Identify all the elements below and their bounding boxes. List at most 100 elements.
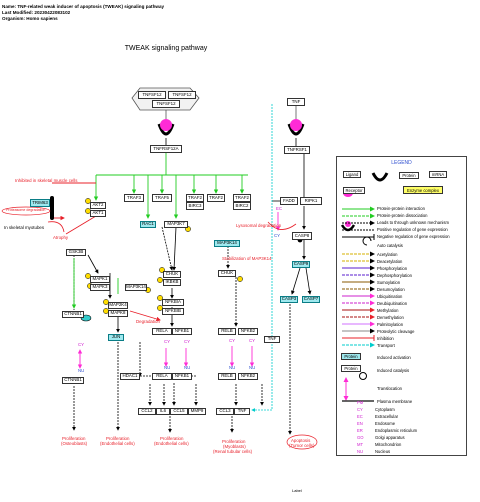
footer-label: Label bbox=[292, 488, 302, 493]
legend-comp-name-3: Endosome bbox=[375, 421, 396, 426]
node-tnfrsf1[interactable]: TNFRSF1 bbox=[284, 146, 310, 154]
label-apoptosis-sub: (Tumor cells) bbox=[289, 443, 315, 448]
tnf-ligand-dot bbox=[290, 119, 302, 131]
node-nfkb2-a[interactable]: NFKB2 bbox=[238, 328, 258, 335]
legend-item-9: Dephosphorylation bbox=[377, 273, 412, 278]
apoptosis-ellipse bbox=[286, 434, 318, 450]
legend-comp-name-4: Endoplasmic reticulum bbox=[375, 428, 418, 433]
label-apoptosis: Apoptosis bbox=[291, 438, 311, 443]
node-jun[interactable]: JUN bbox=[108, 334, 124, 341]
node-nfkb2-b[interactable]: NFKB2 bbox=[238, 373, 258, 380]
label-prolif-osteo: Proliferation bbox=[62, 436, 86, 441]
tnfrsf1-receptor-cup bbox=[287, 123, 305, 136]
node-relb-a[interactable]: RELB bbox=[218, 328, 236, 335]
node-traf5[interactable]: TRAF5 bbox=[152, 194, 172, 202]
node-map2k4[interactable]: MAP2K4 bbox=[108, 302, 128, 309]
node-birc3-a[interactable]: BIRC3 bbox=[186, 202, 204, 210]
node-mapk3[interactable]: MAPK3 bbox=[90, 284, 110, 291]
trim63-inhibitor-shape bbox=[50, 196, 54, 220]
legend-item-3: Positive regulation of gene expression bbox=[377, 227, 448, 232]
node-traf2-b[interactable]: TRAF2 bbox=[207, 194, 225, 202]
legend-item-2: Leads to through unknown mechanism bbox=[377, 220, 449, 225]
node-tnfsf12-a[interactable]: TNFSF12 bbox=[138, 91, 166, 99]
node-map3k7[interactable]: MAP3K7 bbox=[164, 221, 188, 228]
node-casp3[interactable]: CASP3 bbox=[280, 296, 298, 303]
node-chuk-b[interactable]: CHUK bbox=[218, 270, 236, 277]
legend-comp-name-5: Golgi apparatus bbox=[375, 435, 405, 440]
node-ikbkb[interactable]: IKBKB bbox=[163, 279, 181, 286]
node-casp8[interactable]: CASP8 bbox=[292, 232, 312, 240]
node-nfkbia[interactable]: NFKBIA bbox=[162, 299, 184, 306]
legend-item-16: Palmitoylation bbox=[377, 322, 404, 327]
label-cy-4: CY bbox=[184, 339, 191, 344]
node-tnfsf12-c[interactable]: TNFSF12 bbox=[152, 100, 180, 108]
node-mapk1[interactable]: MAPK1 bbox=[90, 276, 110, 283]
node-akt1[interactable]: AKT1 bbox=[90, 210, 106, 217]
node-mapk8[interactable]: MAPK8 bbox=[108, 310, 128, 317]
node-traf3[interactable]: TRAF3 bbox=[124, 194, 144, 202]
label-nu-4: NU bbox=[229, 365, 236, 370]
node-casp7[interactable]: CASP7 bbox=[302, 296, 320, 303]
node-akt2[interactable]: AKT2 bbox=[90, 202, 106, 209]
legend-comp-code-6: MT bbox=[357, 442, 364, 447]
legend-item-7: Deacetylation bbox=[377, 259, 403, 264]
node-traf2-c[interactable]: TRAF2 bbox=[233, 194, 251, 202]
label-prolif-renal: (Renal tubular cells) bbox=[213, 449, 253, 454]
legend-comp-code-5: GO bbox=[357, 435, 364, 440]
label-prolif-myo-sub: (Myoblasts) bbox=[223, 444, 246, 449]
node-rac1[interactable]: RAC1 bbox=[140, 221, 156, 228]
node-ripk1[interactable]: RIPK1 bbox=[300, 197, 322, 205]
node-casp9[interactable]: CASP9 bbox=[292, 261, 310, 268]
node-ccl2[interactable]: CCL2 bbox=[138, 408, 156, 415]
legend-translocation: Translocation bbox=[377, 386, 402, 391]
organism: Organism: Homo sapiens bbox=[2, 16, 58, 21]
node-nfkbib[interactable]: NFKBIB bbox=[162, 308, 184, 315]
node-ctnnb1-b[interactable]: CTNNB1 bbox=[62, 377, 84, 384]
legend-item-14: Methylation bbox=[377, 308, 399, 313]
node-tnfrsf12a[interactable]: TNFRSF12A bbox=[150, 145, 182, 153]
label-cy-2: CY bbox=[78, 342, 85, 347]
node-relb-b[interactable]: RELB bbox=[218, 373, 236, 380]
node-mmp9[interactable]: MMP9 bbox=[188, 408, 206, 415]
label-nu-2: NU bbox=[164, 365, 171, 370]
legend-enzyme-complex: Enzyme complex bbox=[403, 186, 443, 194]
diagram-title: TWEAK signaling pathway bbox=[124, 45, 208, 52]
label-cy-6: CY bbox=[249, 338, 256, 343]
node-ctnnb1-a[interactable]: CTNNB1 bbox=[62, 311, 84, 318]
node-nfkb1-a[interactable]: NFKB1 bbox=[172, 328, 192, 335]
node-chuk-a[interactable]: CHUK bbox=[163, 271, 181, 278]
node-il6[interactable]: IL6 bbox=[156, 408, 170, 415]
node-ccl3[interactable]: CCL3 bbox=[216, 408, 234, 415]
node-birc2[interactable]: BIRC2 bbox=[233, 202, 251, 210]
node-gsk3b[interactable]: GSK3B bbox=[66, 249, 86, 256]
legend-item-0: Protein-protein interaction bbox=[377, 206, 425, 211]
legend-ligand: Ligand bbox=[343, 171, 361, 178]
node-tnf-3[interactable]: TNF bbox=[234, 408, 250, 415]
node-nfkb1-b[interactable]: NFKB1 bbox=[172, 373, 192, 380]
legend-protein-cyan: Protein bbox=[341, 353, 361, 360]
tnfrsf12a-receptor-cup bbox=[157, 123, 175, 136]
label-atrophy: Atrophy bbox=[53, 235, 69, 240]
black-edges bbox=[72, 153, 312, 435]
node-tnf-2[interactable]: TNF bbox=[264, 336, 280, 343]
node-tnfsf12-b[interactable]: TNFSF12 bbox=[168, 91, 196, 99]
node-hdac1[interactable]: HDAC1 bbox=[120, 373, 140, 380]
label-nu-1: NU bbox=[78, 368, 85, 373]
legend-induced-activation: Induced activation bbox=[377, 355, 411, 360]
node-ccl5[interactable]: CCL5 bbox=[170, 408, 188, 415]
node-fadd[interactable]: FADD bbox=[280, 197, 298, 205]
legend-plasma-membrane: Plasma membrane bbox=[377, 399, 413, 404]
node-tnf[interactable]: TNF bbox=[287, 98, 305, 106]
node-map3k14-b[interactable]: MAP3K14 bbox=[125, 284, 147, 291]
label-nu-3: NU bbox=[184, 365, 191, 370]
node-trim63[interactable]: TRIM63 bbox=[30, 199, 50, 207]
legend-comp-name-1: Cytoplasm bbox=[375, 407, 395, 412]
node-map3k14-a[interactable]: MAP3K14 bbox=[214, 240, 240, 247]
label-inhibited: Inhibited in skeletal muscle cells bbox=[15, 178, 78, 183]
node-rela-b[interactable]: RELA bbox=[152, 373, 172, 380]
node-rela-a[interactable]: RELA bbox=[152, 328, 172, 335]
legend-item-12: Ubiquitination bbox=[377, 294, 403, 299]
node-traf2-a[interactable]: TRAF2 bbox=[186, 194, 204, 202]
legend-comp-code-2: EC bbox=[357, 414, 363, 419]
legend-item-4: Negative regulation of gene expression bbox=[377, 234, 450, 239]
